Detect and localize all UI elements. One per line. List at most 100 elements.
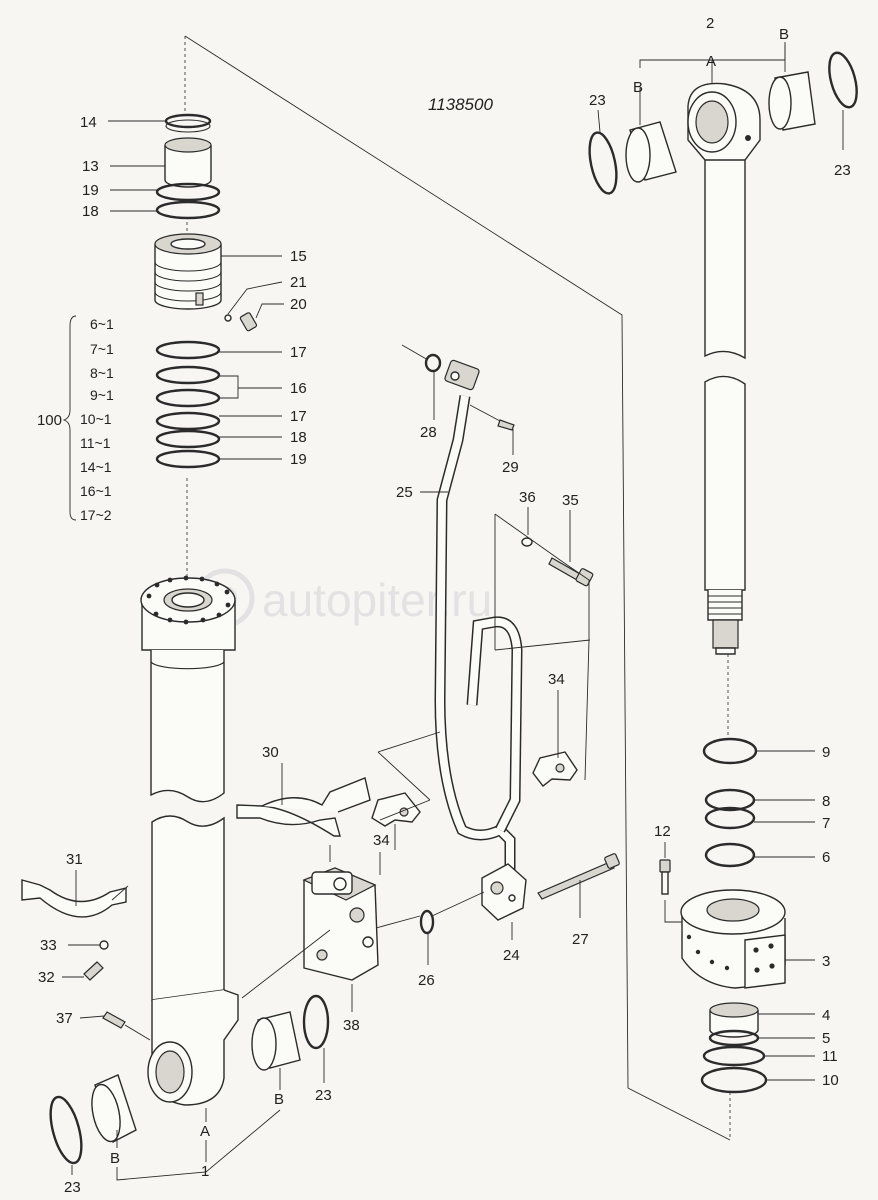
rod-eye-bushing-b-right[interactable] [768,71,816,131]
callout-28[interactable]: 28 [420,424,437,441]
part-1-cylinder-tube[interactable] [140,575,239,1106]
callout-labels: 14 13 19 18 15 21 20 17 16 17 18 19 28 2… [38,15,851,1196]
kit-item: 10~1 [80,411,112,427]
part-14-ring[interactable] [164,113,212,133]
callout-37[interactable]: 37 [56,1010,73,1027]
callout-10[interactable]: 10 [822,1072,839,1089]
part-29-bolt[interactable] [469,404,515,431]
callout-29[interactable]: 29 [502,459,519,476]
kit-item: 11~1 [80,435,111,451]
part-28-o-ring[interactable] [424,353,442,373]
callout-19[interactable]: 19 [290,451,307,468]
callout-34[interactable]: 34 [373,832,390,849]
part-21-ball[interactable] [224,314,232,322]
kit-item: 7~1 [90,341,114,357]
kit-item: 17~2 [80,507,112,523]
kit-group-items: 6~1 7~1 8~1 9~1 10~1 11~1 14~1 16~1 17~2 [80,316,114,523]
part-23-seal-right-top-right[interactable] [824,50,862,110]
callout-23[interactable]: 23 [834,162,851,179]
watermark-text: autopiter.ru [262,574,492,626]
callout-16[interactable]: 16 [290,380,307,397]
callout-36[interactable]: 36 [519,489,536,506]
callout-30[interactable]: 30 [262,744,279,761]
callout-21[interactable]: 21 [290,274,307,291]
part-4-bushing[interactable] [709,1002,759,1038]
kit-item: 16~1 [80,483,112,499]
part-27-long-bolt[interactable] [537,853,620,900]
callout-26[interactable]: 26 [418,972,435,989]
callout-25[interactable]: 25 [396,484,413,501]
callout-23[interactable]: 23 [64,1179,81,1196]
callout-24[interactable]: 24 [503,947,520,964]
part-15-piston[interactable] [154,233,222,310]
callout-5[interactable]: 5 [822,1030,830,1047]
callout-34[interactable]: 34 [548,671,565,688]
callout-17[interactable]: 17 [290,408,307,425]
part-13-bushing[interactable] [164,137,212,188]
callout-12[interactable]: 12 [654,823,671,840]
callout-33[interactable]: 33 [40,937,57,954]
part-33-washer[interactable] [99,940,109,950]
part-6-ring[interactable] [704,842,756,868]
callout-32[interactable]: 32 [38,969,55,986]
part-20-set-screw[interactable] [239,312,258,332]
callout-13[interactable]: 13 [82,158,99,175]
part-35-bolt[interactable] [548,557,594,587]
part-26-o-ring[interactable] [419,909,435,935]
kit-group-label: 100 [37,412,62,429]
part-23-seal-right-top-left[interactable] [585,130,621,196]
part-38-valve-block[interactable] [302,867,379,981]
callout-20[interactable]: 20 [290,296,307,313]
callout-1[interactable]: 1 [201,1163,209,1180]
part-9-ring[interactable] [702,737,758,765]
callout-11[interactable]: 11 [822,1048,838,1065]
callout-17[interactable]: 17 [290,344,307,361]
callout-8[interactable]: 8 [822,793,830,810]
callout-35[interactable]: 35 [562,492,579,509]
callout-38[interactable]: 38 [343,1017,360,1034]
part-2-piston-rod[interactable] [687,82,761,655]
callout-19[interactable]: 19 [82,182,99,199]
callout-15[interactable]: 15 [290,248,307,265]
part-30-clamp[interactable] [236,777,371,837]
kit-item: 6~1 [90,316,114,332]
piston-seal-rings[interactable] [155,340,221,469]
part-31-clamp[interactable] [21,879,127,918]
sub-letter-b: B [633,79,643,96]
callout-31[interactable]: 31 [66,851,83,868]
part-24-flange[interactable] [481,863,527,921]
callout-6[interactable]: 6 [822,849,830,866]
part-37-grease-fitting[interactable] [102,1011,151,1041]
rod-end-bushing-b-right[interactable] [251,1011,301,1071]
part-36-washer[interactable] [521,537,533,547]
callout-23[interactable]: 23 [589,92,606,109]
callout-9[interactable]: 9 [822,744,830,761]
kit-item: 14~1 [80,459,112,475]
rod-eye-bushing-b-left[interactable] [625,121,677,183]
watermark: autopiter.ru [195,568,492,628]
callout-14[interactable]: 14 [80,114,97,131]
part-34-clamp-lower[interactable] [371,792,421,827]
pipe-clamp-guide-lines [111,513,591,999]
rod-end-bushing-b-left[interactable] [87,1074,137,1144]
callout-4[interactable]: 4 [822,1007,830,1024]
part-19-ring[interactable] [155,182,221,202]
part-3-head-cover[interactable] [680,889,786,989]
callout-2[interactable]: 2 [706,15,714,32]
part-23-seal-left-bottom[interactable] [45,1094,88,1166]
part-23-seal-left-mid[interactable] [302,994,330,1050]
part-18-ring[interactable] [155,200,221,220]
callout-18[interactable]: 18 [82,203,99,220]
part-34-clamp-upper[interactable] [532,751,578,787]
part-32-bolt[interactable] [83,961,104,981]
callout-18[interactable]: 18 [290,429,307,446]
callout-23[interactable]: 23 [315,1087,332,1104]
callout-7[interactable]: 7 [822,815,830,832]
callout-3[interactable]: 3 [822,953,830,970]
part-10-ring[interactable] [700,1066,768,1094]
callout-27[interactable]: 27 [572,931,589,948]
part-7-ring[interactable] [704,806,756,830]
part-11-ring[interactable] [702,1045,766,1067]
kit-item: 9~1 [90,387,114,403]
